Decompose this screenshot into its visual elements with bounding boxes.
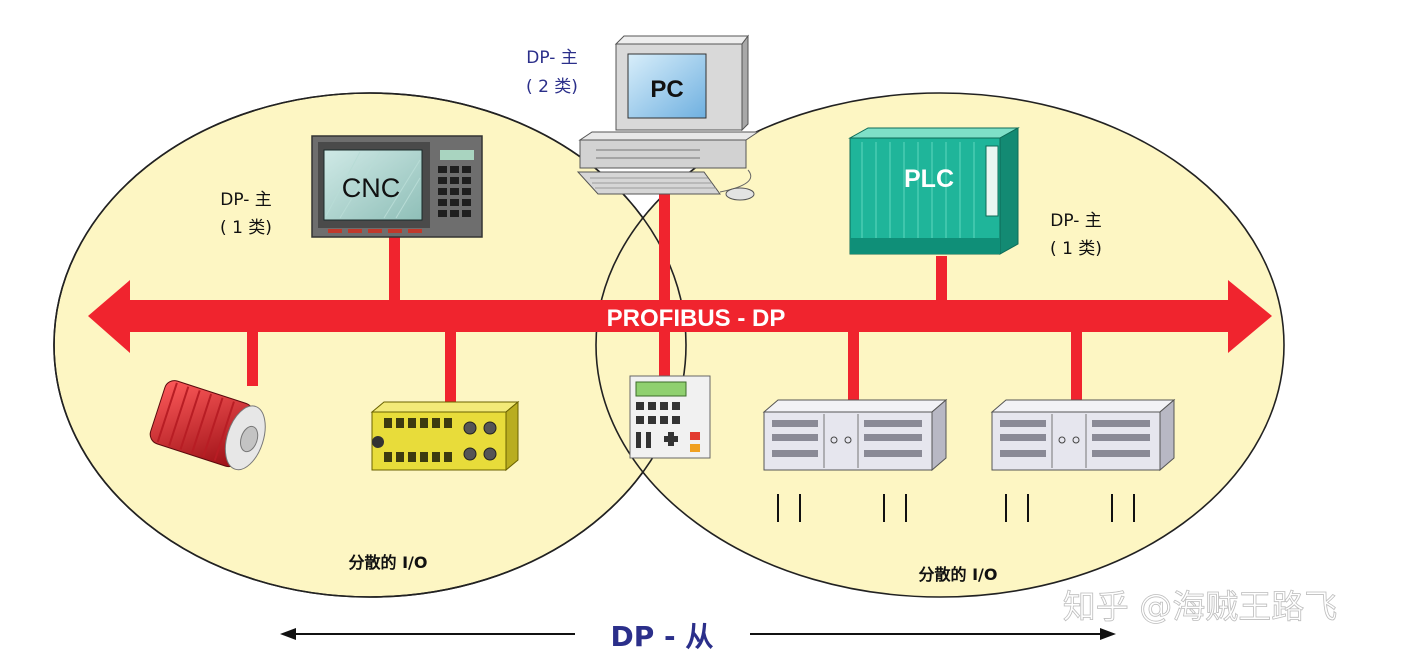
profibus-bus-arrow (88, 280, 1272, 353)
plc-role-line1: DP- 主 (1050, 211, 1102, 231)
plc-device: PLC (848, 127, 1020, 255)
cnc-screen-text: CNC (342, 173, 401, 203)
pc-role-line2: ( 2 类) (526, 77, 578, 97)
bus-label: PROFIBUS - DP (607, 305, 786, 332)
cnc-role-line1: DP- 主 (220, 190, 272, 210)
pc-role-line1: DP- 主 (526, 48, 578, 68)
slave-label: DP - 从 (611, 620, 714, 653)
right-zone (595, 92, 1285, 598)
pc-screen (627, 53, 707, 119)
pc-screen-text: PC (650, 76, 683, 103)
cnc-role-line2: ( 1 类) (220, 218, 272, 238)
pc-drop-line (659, 192, 670, 300)
left-io-caption: 分散的 I/O (349, 553, 428, 572)
pc-device: PC (576, 34, 760, 201)
cnc-screen (323, 149, 423, 221)
rack-io-2 (990, 398, 1176, 472)
slave-arrow (280, 628, 1116, 640)
cnc-drop-line (389, 236, 400, 302)
io-module (370, 400, 520, 472)
cnc-device: CNC (311, 135, 483, 238)
operator-panel (629, 375, 711, 459)
right-io-caption: 分散的 I/O (919, 565, 998, 584)
io-ticks (777, 494, 1135, 522)
plc-screen-text: PLC (904, 165, 954, 193)
plc-role-line2: ( 1 类) (1050, 239, 1102, 259)
drive-device (149, 380, 266, 471)
plc-drop-line (936, 256, 947, 302)
rack-io-1 (762, 398, 948, 472)
watermark-text: 知乎 @海贼王路飞 (1063, 587, 1338, 626)
